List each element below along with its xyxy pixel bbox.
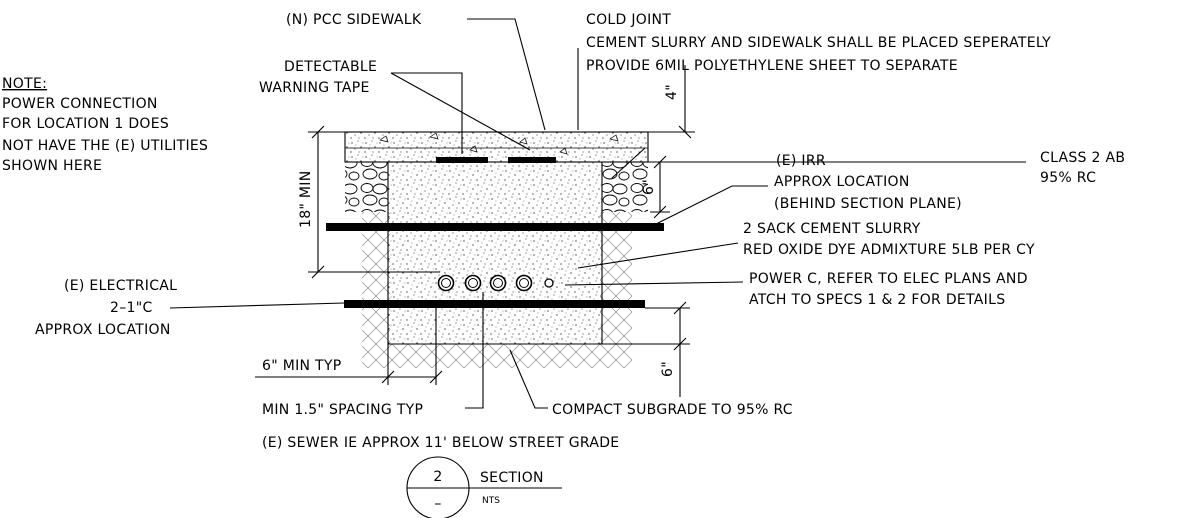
existing-soil-hatch: [362, 212, 632, 368]
dim-eighteen-min: 18" MIN: [298, 171, 314, 229]
section-number: 2: [433, 469, 442, 485]
warning-tape-left: [436, 157, 488, 163]
section-tag: 2 – SECTION NTS: [406, 456, 562, 518]
irr-line: [326, 223, 664, 231]
note-title: NOTE:: [2, 76, 47, 92]
label-electrical: (E) ELECTRICAL: [64, 278, 177, 294]
warning-tape-right: [508, 157, 556, 163]
label-cold-joint: COLD JOINT: [586, 12, 671, 28]
note-line-2: FOR LOCATION 1 DOES: [2, 116, 169, 132]
label-cold-joint-3: PROVIDE 6MIL POLYETHYLENE SHEET TO SEPAR…: [586, 58, 958, 74]
section-sheet: –: [434, 496, 441, 512]
dim-six-in-upper: 6": [641, 179, 657, 195]
pcc-sidewalk-slab: [344, 131, 649, 163]
dim-six-in-lower: 6": [660, 361, 676, 377]
dim-four-in: 4": [664, 84, 680, 100]
label-power: POWER C, REFER TO ELEC PLANS AND: [749, 271, 1028, 287]
label-sidewalk: (N) PCC SIDEWALK: [286, 12, 422, 28]
label-slurry: 2 SACK CEMENT SLURRY: [743, 221, 921, 237]
label-tape-1: DETECTABLE: [284, 59, 377, 75]
label-irr-3: (BEHIND SECTION PLANE): [774, 196, 962, 212]
label-slurry-2: RED OXIDE DYE ADMIXTURE 5LB PER CY: [743, 242, 1035, 258]
power-conduits: [437, 274, 554, 292]
label-power-2: ATCH TO SPECS 1 & 2 FOR DETAILS: [749, 292, 1005, 308]
label-irr-2: APPROX LOCATION: [774, 174, 910, 190]
leader-lines: [169, 18, 1026, 409]
note-line-1: POWER CONNECTION: [2, 96, 158, 112]
dimensions: [255, 65, 695, 397]
label-cold-joint-2: CEMENT SLURRY AND SIDEWALK SHALL BE PLAC…: [586, 35, 1051, 51]
label-electrical-2: 2–1"C: [110, 300, 153, 316]
class2-ab-gravel: [345, 162, 648, 212]
note-line-3: NOT HAVE THE (E) UTILITIES: [2, 138, 208, 154]
label-tape-2: WARNING TAPE: [259, 80, 370, 96]
label-class2-2: 95% RC: [1040, 170, 1096, 186]
label-class2: CLASS 2 AB: [1040, 150, 1125, 166]
section-title: SECTION: [480, 470, 544, 486]
label-min-typ: 6" MIN TYP: [262, 358, 341, 374]
label-subgrade: COMPACT SUBGRADE TO 95% RC: [552, 402, 793, 418]
label-irr: (E) IRR: [776, 153, 826, 169]
section-scale: NTS: [482, 496, 500, 506]
label-electrical-3: APPROX LOCATION: [35, 322, 171, 338]
label-sewer: (E) SEWER IE APPROX 11' BELOW STREET GRA…: [262, 435, 619, 451]
note-line-4: SHOWN HERE: [2, 158, 102, 174]
electrical-line: [344, 300, 645, 308]
cement-slurry-trench: [387, 162, 603, 345]
label-spacing: MIN 1.5" SPACING TYP: [262, 402, 423, 418]
